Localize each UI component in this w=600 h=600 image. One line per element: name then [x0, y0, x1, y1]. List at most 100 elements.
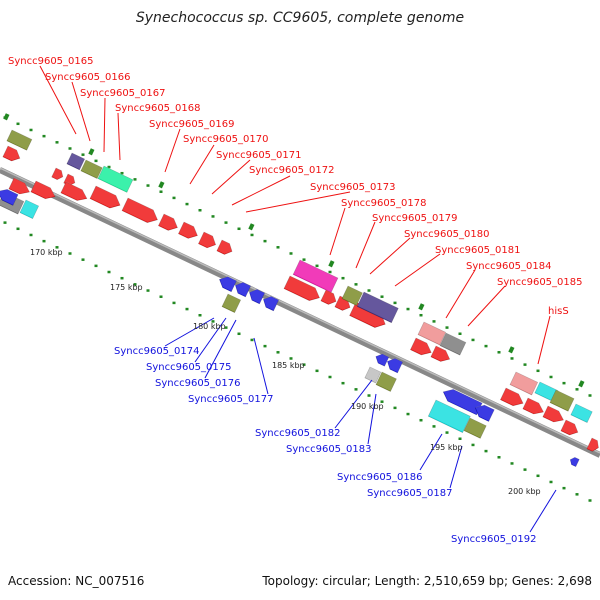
gene-feature[interactable]: [569, 456, 580, 468]
gene-feature[interactable]: [374, 352, 390, 367]
gene-feature[interactable]: [97, 165, 134, 193]
gene-label[interactable]: Syncc9605_0165: [8, 56, 94, 67]
gene-shape[interactable]: [417, 321, 447, 346]
gene-feature[interactable]: [261, 293, 280, 312]
gene-shape[interactable]: [247, 287, 266, 305]
gene-shape[interactable]: [0, 186, 19, 206]
gene-shape[interactable]: [51, 167, 65, 181]
gene-label[interactable]: Syncc9605_0181: [435, 245, 521, 256]
gene-shape[interactable]: [178, 221, 200, 241]
gene-shape[interactable]: [217, 274, 237, 293]
gene-feature[interactable]: [66, 152, 86, 171]
gene-feature[interactable]: [522, 397, 546, 417]
gene-shape[interactable]: [463, 417, 487, 439]
gene-feature[interactable]: [472, 401, 495, 422]
gene-shape[interactable]: [2, 145, 23, 164]
gene-label[interactable]: Syncc9605_0192: [451, 534, 537, 545]
gene-feature[interactable]: [121, 197, 161, 226]
gene-shape[interactable]: [283, 275, 323, 304]
gene-label[interactable]: Syncc9605_0166: [45, 72, 131, 83]
gene-feature[interactable]: [509, 371, 539, 396]
gene-label[interactable]: Syncc9605_0184: [466, 261, 552, 272]
gene-feature[interactable]: [320, 289, 339, 307]
gene-feature[interactable]: [2, 145, 23, 164]
gene-label[interactable]: Syncc9605_0179: [372, 213, 458, 224]
gene-shape[interactable]: [440, 386, 483, 416]
gene-label[interactable]: Syncc9605_0170: [183, 134, 269, 145]
gene-shape[interactable]: [542, 405, 566, 425]
gene-label[interactable]: Syncc9605_0182: [255, 428, 341, 439]
gene-label[interactable]: Syncc9605_0176: [155, 378, 241, 389]
gene-feature[interactable]: [178, 221, 200, 241]
gene-feature[interactable]: [549, 389, 575, 412]
gene-shape[interactable]: [341, 285, 363, 306]
gene-feature[interactable]: [89, 185, 123, 212]
gene-shape[interactable]: [472, 402, 495, 422]
gene-shape[interactable]: [569, 456, 580, 468]
gene-feature[interactable]: [60, 181, 90, 204]
gene-shape[interactable]: [570, 403, 593, 423]
gene-shape[interactable]: [320, 289, 339, 307]
gene-label[interactable]: Syncc9605_0168: [115, 103, 201, 114]
gene-feature[interactable]: [356, 291, 399, 324]
gene-shape[interactable]: [80, 159, 103, 179]
gene-feature[interactable]: [586, 437, 600, 453]
gene-shape[interactable]: [158, 213, 180, 233]
gene-shape[interactable]: [221, 293, 242, 314]
gene-feature[interactable]: [216, 239, 235, 257]
gene-feature[interactable]: [19, 199, 40, 220]
gene-feature[interactable]: [385, 355, 404, 374]
gene-shape[interactable]: [8, 177, 32, 197]
gene-shape[interactable]: [410, 337, 434, 358]
gene-shape[interactable]: [500, 387, 525, 409]
gene-shape[interactable]: [30, 180, 58, 202]
gene-feature[interactable]: [233, 279, 252, 298]
gene-shape[interactable]: [89, 185, 123, 212]
gene-label[interactable]: Syncc9605_0171: [216, 150, 302, 161]
gene-label[interactable]: hisS: [548, 306, 569, 317]
gene-feature[interactable]: [463, 417, 487, 439]
gene-shape[interactable]: [216, 239, 235, 257]
gene-label[interactable]: Syncc9605_0173: [310, 182, 396, 193]
gene-shape[interactable]: [356, 291, 399, 324]
gene-feature[interactable]: [542, 405, 566, 425]
gene-shape[interactable]: [509, 371, 539, 396]
gene-feature[interactable]: [560, 419, 581, 438]
gene-shape[interactable]: [233, 280, 252, 298]
gene-shape[interactable]: [522, 397, 546, 417]
gene-shape[interactable]: [121, 197, 161, 226]
gene-shape[interactable]: [6, 129, 33, 151]
gene-feature[interactable]: [283, 275, 323, 304]
gene-feature[interactable]: [427, 399, 471, 433]
gene-feature[interactable]: [80, 159, 103, 179]
gene-feature[interactable]: [375, 371, 397, 392]
gene-label[interactable]: Syncc9605_0177: [188, 394, 274, 405]
gene-shape[interactable]: [385, 356, 404, 374]
gene-label[interactable]: Syncc9605_0180: [404, 229, 490, 240]
gene-shape[interactable]: [66, 152, 86, 171]
gene-shape[interactable]: [261, 294, 280, 312]
gene-feature[interactable]: [217, 273, 237, 293]
gene-feature[interactable]: [198, 231, 218, 250]
gene-shape[interactable]: [60, 181, 90, 204]
gene-feature[interactable]: [158, 213, 180, 233]
gene-feature[interactable]: [570, 403, 593, 423]
gene-label[interactable]: Syncc9605_0178: [341, 198, 427, 209]
gene-shape[interactable]: [439, 332, 467, 356]
gene-feature[interactable]: [221, 293, 242, 314]
gene-feature[interactable]: [410, 337, 434, 358]
gene-label[interactable]: Syncc9605_0183: [286, 444, 372, 455]
gene-feature[interactable]: [430, 345, 453, 364]
gene-feature[interactable]: [440, 385, 483, 416]
gene-shape[interactable]: [427, 399, 471, 433]
gene-label[interactable]: Syncc9605_0174: [114, 346, 200, 357]
gene-shape[interactable]: [560, 419, 581, 438]
gene-shape[interactable]: [549, 389, 575, 412]
gene-shape[interactable]: [198, 231, 218, 251]
gene-feature[interactable]: [500, 387, 526, 409]
gene-label[interactable]: Syncc9605_0185: [497, 277, 583, 288]
gene-feature[interactable]: [364, 366, 382, 384]
gene-label[interactable]: Syncc9605_0167: [80, 88, 166, 99]
gene-label[interactable]: Syncc9605_0186: [337, 472, 423, 483]
gene-label[interactable]: Syncc9605_0175: [146, 362, 232, 373]
